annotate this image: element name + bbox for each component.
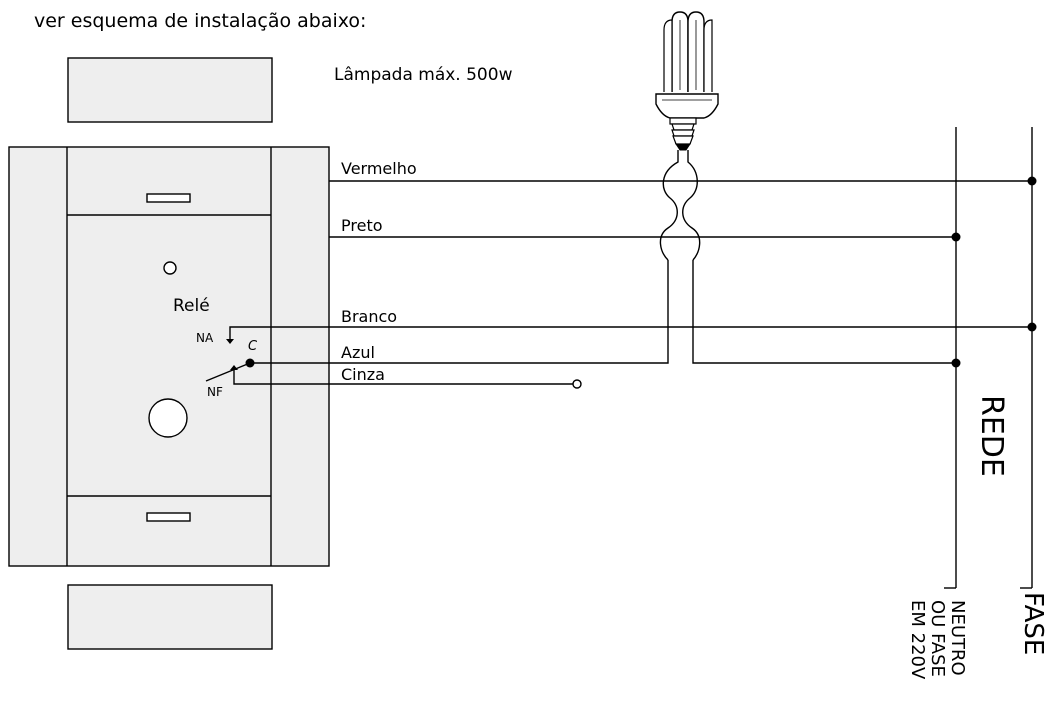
na-contact <box>229 326 255 339</box>
node-vermelho-fase <box>1027 176 1037 186</box>
network-lines <box>944 127 1037 589</box>
node-azul-neutro <box>951 358 961 368</box>
relay-nf-label: NF <box>207 385 223 399</box>
wire-cinza-label: Cinza <box>341 365 385 384</box>
switch-device <box>8 146 330 567</box>
fase-label: FASE <box>1018 592 1048 655</box>
lamp-wire-left <box>659 150 679 261</box>
top-cover-box <box>67 57 273 123</box>
wire-lamp-return <box>692 260 956 364</box>
indicator-led <box>163 261 177 275</box>
lamp-icon <box>655 11 719 151</box>
cinza-open-terminal <box>572 379 582 389</box>
bottom-cover-box <box>67 584 273 650</box>
lamp-wire-right <box>682 150 701 261</box>
device-frame <box>8 146 330 567</box>
neutro-label-line2: OU FASE <box>927 600 948 677</box>
wire-preto-label: Preto <box>341 216 383 235</box>
wire-azul <box>250 260 669 364</box>
instruction-text: ver esquema de instalação abaixo: <box>34 10 366 32</box>
na-arrow-icon <box>226 339 234 344</box>
neutro-label-line3: EM 220V <box>907 600 928 680</box>
lamp-wires <box>659 150 701 261</box>
relay-c-label: C <box>248 339 258 354</box>
node-branco-fase <box>1027 322 1037 332</box>
neutro-label-line1: NEUTRO <box>947 600 968 676</box>
nf-contact <box>233 370 255 385</box>
wires: Vermelho Preto Branco Azul Cinza <box>250 159 1032 389</box>
relay-title: Relé <box>173 296 210 316</box>
relay-contacts <box>205 326 255 385</box>
wire-azul-label: Azul <box>341 343 375 362</box>
wire-vermelho-label: Vermelho <box>341 159 417 178</box>
relay-na-label: NA <box>196 331 214 345</box>
rede-label: REDE <box>974 395 1009 477</box>
sensor-lens <box>148 398 188 438</box>
wire-branco-label: Branco <box>341 307 397 326</box>
node-preto-neutro <box>951 232 961 242</box>
lamp-max-label: Lâmpada máx. 500w <box>334 65 513 85</box>
top-slot <box>146 193 191 203</box>
relay-arm <box>205 362 251 382</box>
bottom-slot <box>146 512 191 522</box>
